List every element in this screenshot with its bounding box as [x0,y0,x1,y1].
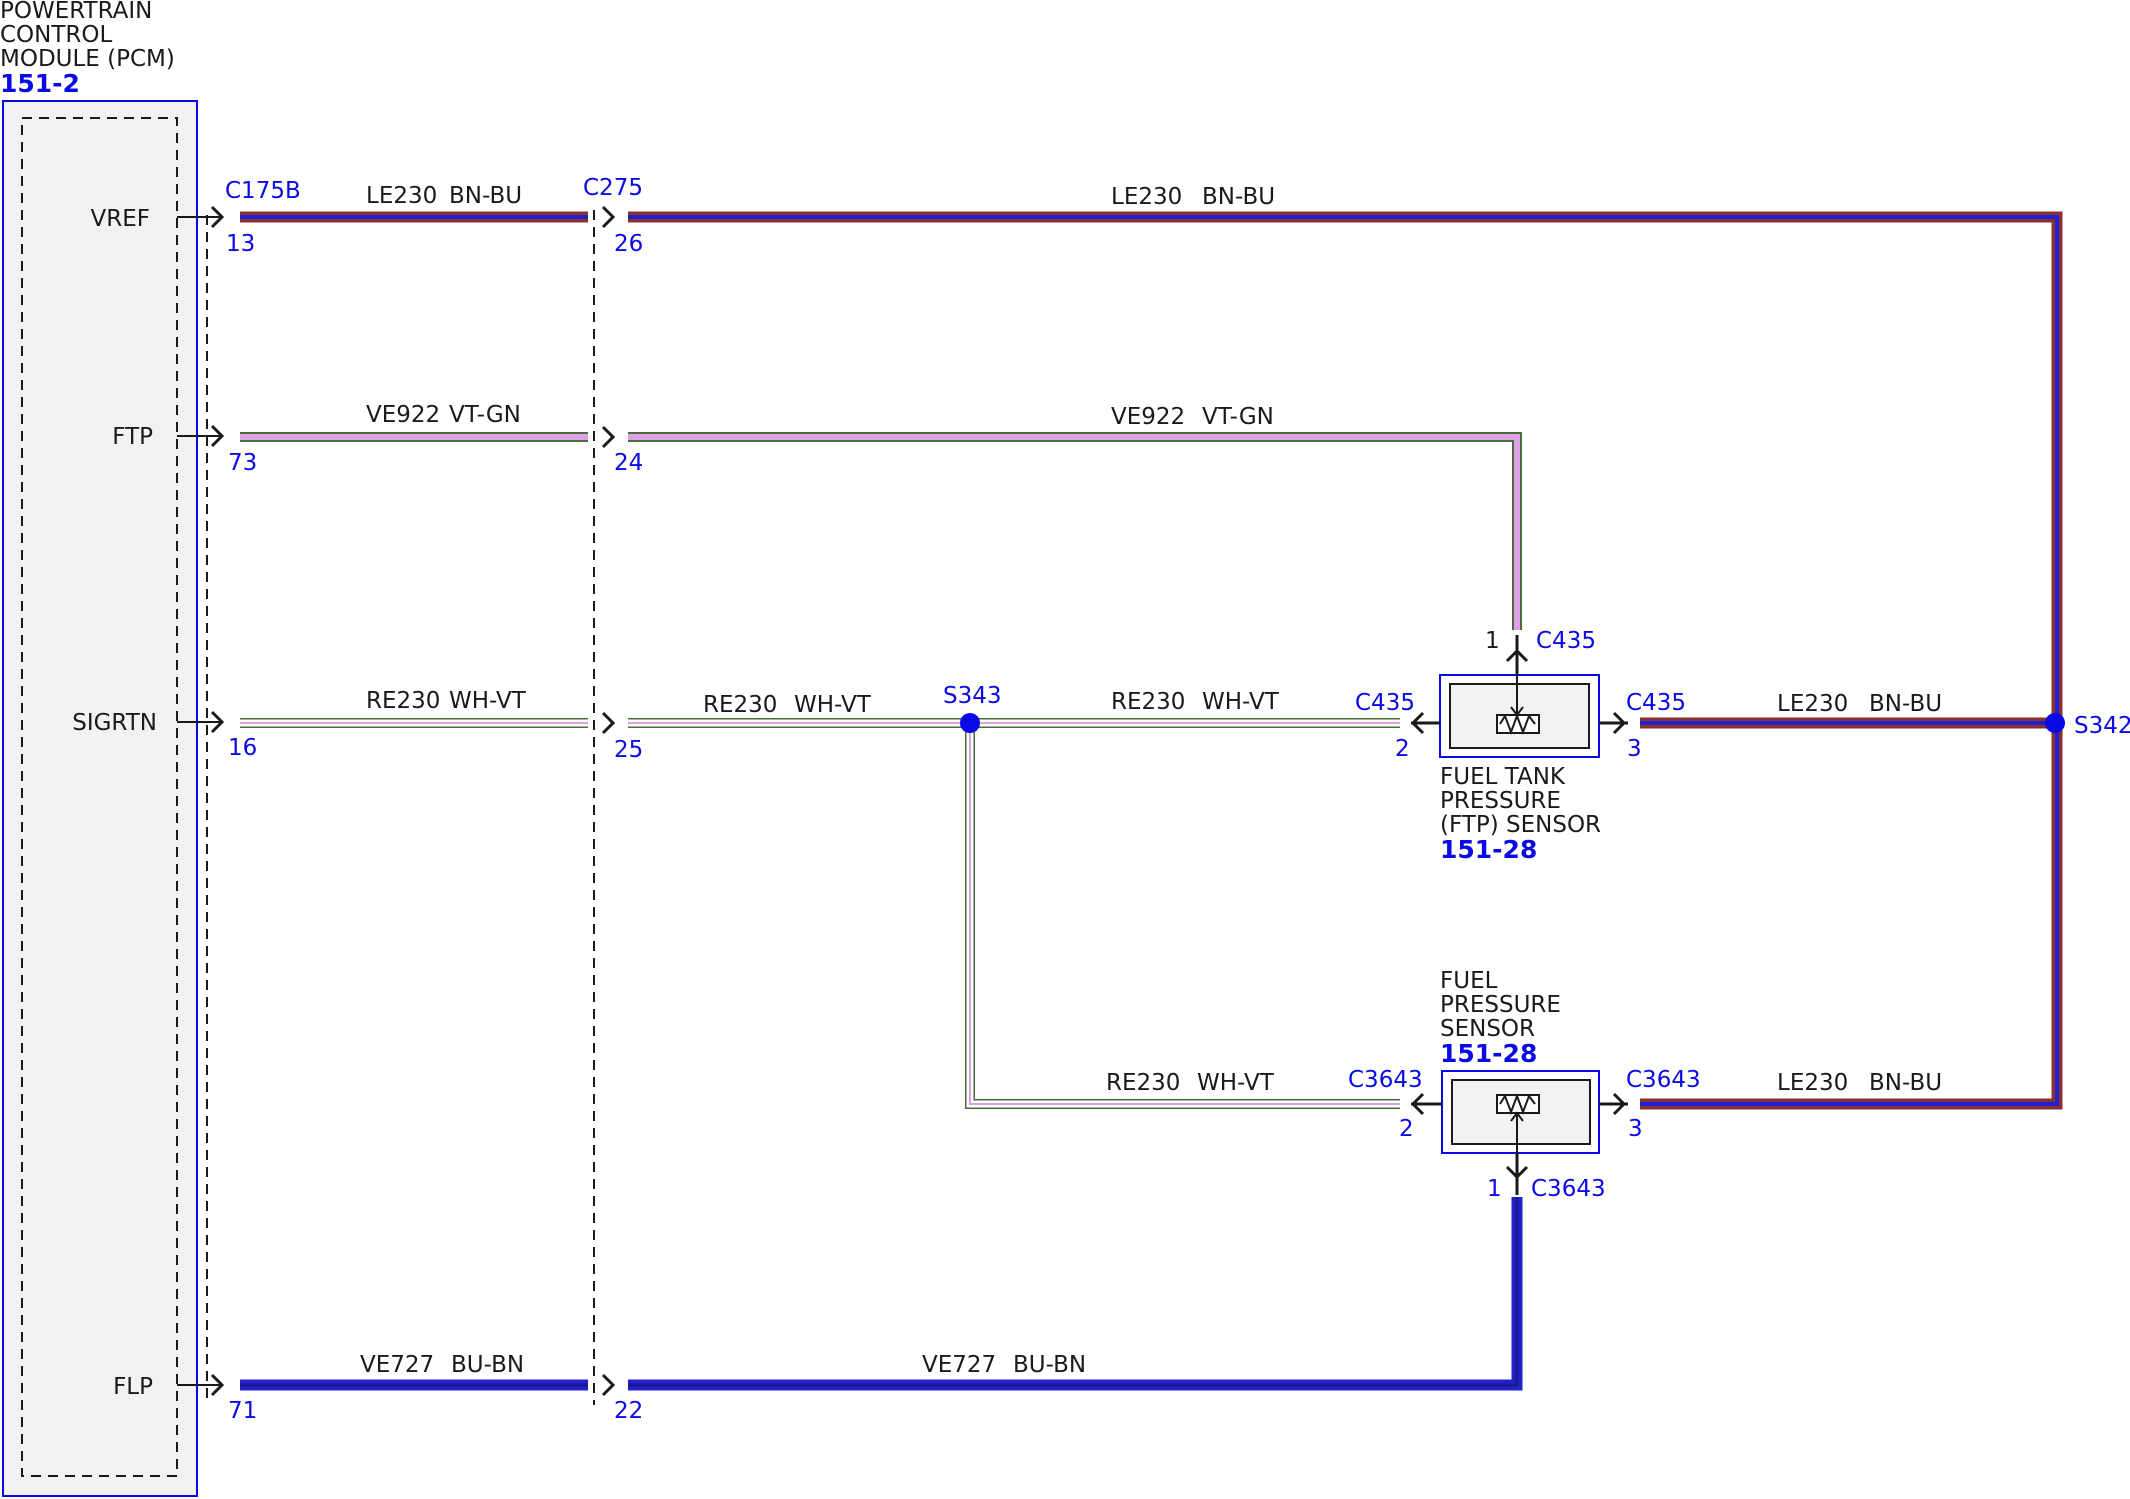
wire-sigrtn-segment-d[interactable] [965,723,1400,1109]
ftp-sensor-name-line-1: FUEL TANK [1440,764,1566,790]
label-wire-sigrtn-b: RE230 WH-VT [703,692,872,718]
c435-name-right[interactable]: C435 [1626,690,1686,716]
svg-text:BU-BN: BU-BN [1013,1352,1086,1378]
wire-ftp-segment-b[interactable] [628,432,1522,630]
c175b-pin-16: 16 [228,735,257,761]
svg-text:BN-BU: BN-BU [1869,1070,1942,1096]
ftp-sensor-name-line-3: (FTP) SENSOR [1440,812,1601,838]
fp-sensor-name-line-1: FUEL [1440,968,1498,994]
c3643-pin-2: 2 [1399,1116,1414,1142]
svg-text:WH-VT: WH-VT [449,688,527,714]
svg-text:LE230: LE230 [366,183,437,209]
svg-text:RE230: RE230 [703,692,777,718]
c175b-pin-73: 73 [228,450,257,476]
pcm-ref-link[interactable]: 151-2 [0,69,80,98]
svg-text:LE230: LE230 [1777,691,1848,717]
svg-text:WH-VT: WH-VT [1197,1070,1275,1096]
label-wire-sigrtn-c: RE230 WH-VT [1111,689,1280,715]
pcm-inner-dashed-box [21,117,178,1477]
svg-text:VE922: VE922 [366,402,440,428]
fp-sensor-name-line-3: SENSOR [1440,1016,1535,1042]
pcm-name-line-3: MODULE (PCM) [0,46,175,72]
svg-text:RE230: RE230 [1106,1070,1180,1096]
c275-pin-24: 24 [614,450,643,476]
label-wire-ftp-b: VE922 VT-GN [1111,404,1274,430]
label-wire-flp-a: VE727 BU-BN [360,1352,524,1378]
pcm-module-box[interactable] [2,100,198,1497]
splice-s342-label: S342 [2074,713,2130,739]
fp-sensor-name-line-2: PRESSURE [1440,992,1561,1018]
ftp-sensor-pin-arrows [1410,635,1628,735]
c275-name[interactable]: C275 [583,175,643,201]
svg-text:WH-VT: WH-VT [1202,689,1280,715]
ftp-sensor-ref-link[interactable]: 151-28 [1440,835,1537,864]
svg-text:BU-BN: BU-BN [451,1352,524,1378]
c3643-name-left[interactable]: C3643 [1348,1067,1423,1093]
c175b-pin-13: 13 [226,231,255,257]
c3643-name-bottom[interactable]: C3643 [1531,1176,1606,1202]
c3643-pin-3: 3 [1628,1116,1643,1142]
label-wire-ftp-a: VE922 VT-GN [366,402,521,428]
svg-text:VE727: VE727 [922,1352,996,1378]
label-wire-vref-b: LE230 BN-BU [1111,184,1275,210]
label-wire-fp-sensor-power: LE230 BN-BU [1777,1070,1942,1096]
fp-sensor-pin-arrows [1410,1092,1628,1195]
svg-text:BN-BU: BN-BU [449,183,522,209]
c435-name-left[interactable]: C435 [1355,690,1415,716]
svg-text:VE922: VE922 [1111,404,1185,430]
svg-text:VE727: VE727 [360,1352,434,1378]
c435-name-top[interactable]: C435 [1536,628,1596,654]
c435-pin-2: 2 [1395,736,1410,762]
wire-vref-segment-b[interactable] [628,211,2063,1110]
ftp-sensor[interactable] [1439,655,1600,758]
label-wire-vref-a: LE230 BN-BU [366,183,522,209]
c175b-arrow-marks [210,205,225,1397]
c275-arrow-marks [601,205,616,1397]
c175b-pin-71: 71 [228,1398,257,1424]
svg-text:LE230: LE230 [1777,1070,1848,1096]
svg-text:RE230: RE230 [366,688,440,714]
c435-pin-1: 1 [1485,628,1500,654]
c275-pin-25: 25 [614,737,643,763]
pcm-pin-sigrtn: SIGRTN [72,710,157,736]
c3643-name-right[interactable]: C3643 [1626,1067,1701,1093]
pcm-name-line-1: POWERTRAIN [0,0,152,24]
svg-text:LE230: LE230 [1111,184,1182,210]
splice-s343-dot[interactable] [960,713,980,733]
c175b-name[interactable]: C175B [225,178,301,204]
wire-flp-segment-b[interactable] [628,1197,1523,1391]
pcm-stub-lines [177,216,220,1386]
splice-s343-label: S343 [943,683,1002,709]
c275-pin-26: 26 [614,231,643,257]
pcm-pin-flp: FLP [113,1374,153,1400]
label-wire-ftp-sensor-power: LE230 BN-BU [1777,691,1942,717]
c435-pin-3: 3 [1627,736,1642,762]
pcm-name-line-2: CONTROL [0,22,113,48]
svg-text:BN-BU: BN-BU [1869,691,1942,717]
svg-text:WH-VT: WH-VT [794,692,872,718]
label-wire-flp-b: VE727 BU-BN [922,1352,1086,1378]
svg-text:VT-GN: VT-GN [1202,404,1274,430]
pcm-pin-ftp: FTP [112,424,153,450]
c275-pin-22: 22 [614,1398,643,1424]
svg-text:VT-GN: VT-GN [449,402,521,428]
c3643-pin-1: 1 [1487,1176,1502,1202]
pcm-pin-vref: VREF [91,206,150,232]
svg-text:RE230: RE230 [1111,689,1185,715]
splice-s342-dot[interactable] [2045,713,2065,733]
ftp-sensor-name-line-2: PRESSURE [1440,788,1561,814]
fp-sensor-ref-link[interactable]: 151-28 [1440,1039,1537,1068]
fuel-pressure-sensor[interactable] [1441,1070,1600,1175]
svg-text:BN-BU: BN-BU [1202,184,1275,210]
label-wire-sigrtn-d: RE230 WH-VT [1106,1070,1275,1096]
label-wire-sigrtn-a: RE230 WH-VT [366,688,527,714]
